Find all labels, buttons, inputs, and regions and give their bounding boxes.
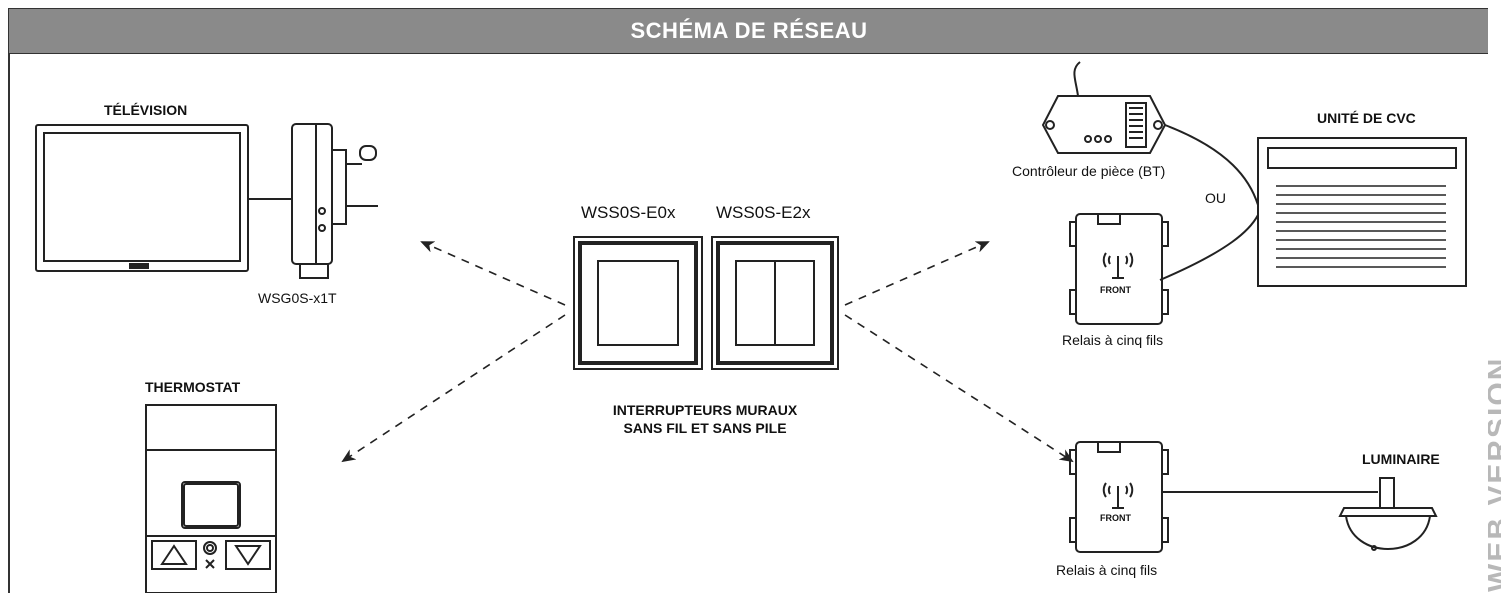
smart-plug-label: WSG0S-x1T [258,290,337,306]
smart-plug-icon [291,123,378,279]
relay-bottom-label: Relais à cinq fils [1056,562,1158,578]
relay-top-icon [1069,213,1169,325]
hvac-unit-label: UNITÉ DE CVC [1317,110,1416,126]
relay-top-label: Relais à cinq fils [1062,332,1164,348]
switches-caption-line1: INTERRUPTEURS MURAUX [612,402,798,418]
frame-border-left [8,8,10,593]
switch-2-label: WSS0S-E2x [716,203,811,222]
watermark: WEB VERSION [1488,0,1501,593]
television-label: TÉLÉVISION [104,102,188,118]
wall-switch-1-icon [573,236,703,370]
watermark-text: WEB VERSION [1488,356,1501,592]
or-label: OU [1205,190,1226,206]
diagram-title: SCHÉMA DE RÉSEAU [630,18,868,43]
thermostat-label: THERMOSTAT [145,379,241,395]
relay-top-front-label: FRONT [1100,285,1131,295]
television-icon [35,124,292,272]
room-controller-icon [1041,61,1167,154]
thermostat-icon [145,404,277,593]
luminaire-icon [1338,477,1438,551]
relay-bottom-icon [1069,441,1378,553]
luminaire-label: LUMINAIRE [1362,451,1440,467]
relay-bottom-front-label: FRONT [1100,513,1131,523]
wireless-signal-arrows [341,241,1074,463]
room-controller-label: Contrôleur de pièce (BT) [1012,163,1166,179]
diagram-header: SCHÉMA DE RÉSEAU [8,8,1490,54]
switch-1-label: WSS0S-E0x [581,203,676,222]
hvac-unit-icon [1159,124,1467,287]
switches-caption-line2: SANS FIL ET SANS PILE [623,420,787,436]
wall-switch-2-icon [711,236,839,370]
